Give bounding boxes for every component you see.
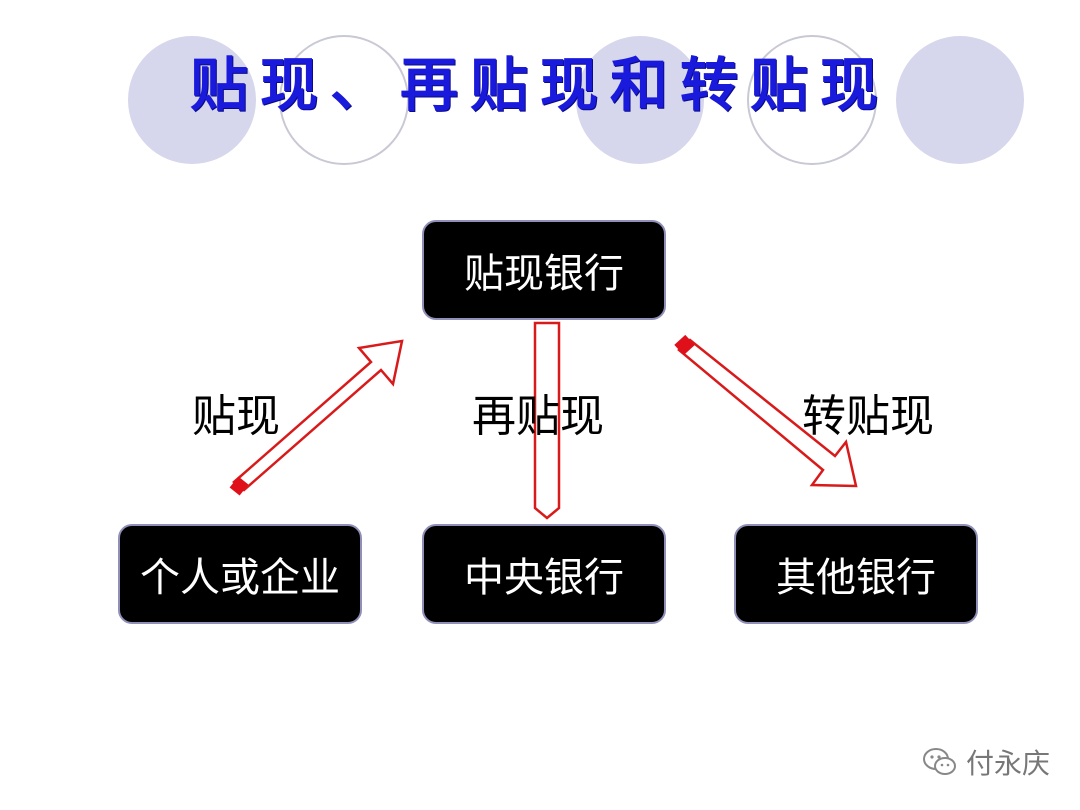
arrow-transfer-discount xyxy=(677,338,858,488)
wechat-icon xyxy=(923,748,956,775)
deco-circle-filled-2 xyxy=(576,36,704,164)
node-discount-bank: 贴现银行 xyxy=(422,220,666,320)
deco-circle-filled-1 xyxy=(128,36,256,164)
edge-label-discount: 贴现 xyxy=(192,391,280,442)
node-individual-label: 个人或企业 xyxy=(140,555,340,601)
node-central-bank-label: 中央银行 xyxy=(464,555,624,601)
deco-circle-outline-2 xyxy=(747,35,877,165)
arrow-discount xyxy=(232,339,404,492)
node-other-banks-label: 其他银行 xyxy=(776,555,936,601)
watermark-text: 付永庆 xyxy=(966,747,1051,780)
edge-label-transfer-discount: 转贴现 xyxy=(802,391,934,442)
arrow-discount-tail xyxy=(229,476,249,496)
node-central-bank: 中央银行 xyxy=(422,524,666,624)
node-discount-bank-label: 贴现银行 xyxy=(464,251,624,297)
arrow-transfer-discount-tail xyxy=(674,334,695,356)
slide-title: 贴现、再贴现和转贴现 xyxy=(189,51,890,119)
deco-circle-filled-3 xyxy=(896,36,1024,164)
node-other-banks: 其他银行 xyxy=(734,524,978,624)
arrow-rediscount xyxy=(533,321,561,520)
deco-circle-outline-1 xyxy=(279,35,409,165)
edge-label-rediscount: 再贴现 xyxy=(472,391,604,442)
node-individual-or-enterprise: 个人或企业 xyxy=(118,524,362,624)
watermark: 付永庆 xyxy=(922,742,1050,782)
